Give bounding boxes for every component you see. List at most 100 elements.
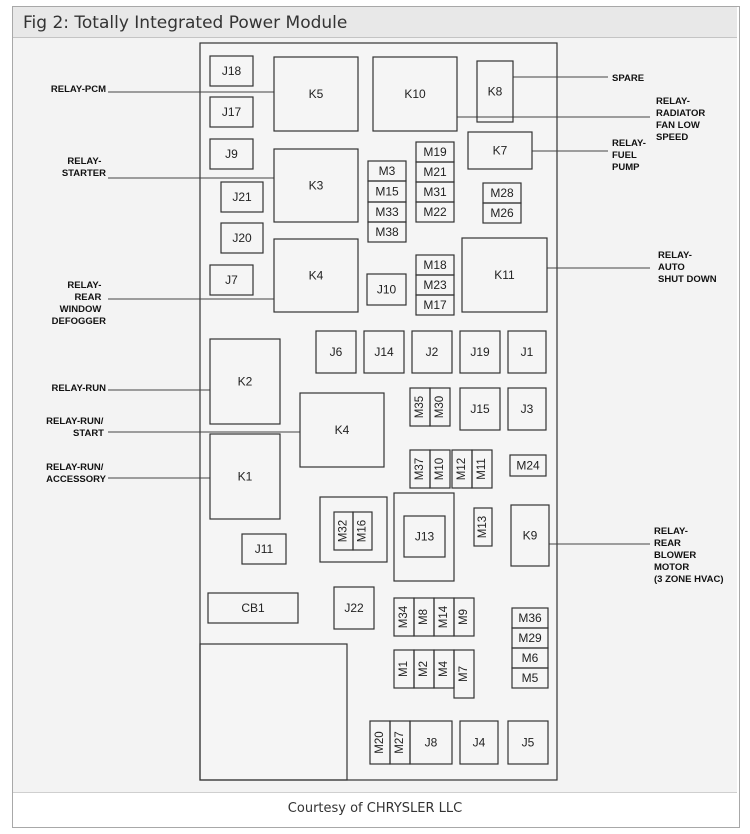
cell-box-j15 xyxy=(459,387,501,431)
cell-box-m30 xyxy=(429,387,451,427)
cell-label-k7: K7 xyxy=(493,144,508,158)
cell-label-m34: M34 xyxy=(398,605,410,628)
cell-label-m37: M37 xyxy=(414,458,426,480)
cell-label-j20: J20 xyxy=(232,231,252,245)
cell-label-k1: K1 xyxy=(238,470,253,484)
cell-box-j21 xyxy=(220,181,264,213)
cell-label-k3: K3 xyxy=(309,179,324,193)
bottom-left-block xyxy=(199,643,348,781)
label-relay-fuel-pump: RELAY- FUEL PUMP xyxy=(612,138,649,173)
label-relay-run: RELAY-RUN xyxy=(51,383,106,394)
cell-label-j4: J4 xyxy=(473,736,486,750)
cell-box-j9 xyxy=(209,138,254,170)
cell-box-m16 xyxy=(352,511,373,551)
cell-label-j8: J8 xyxy=(425,736,438,750)
cell-label-m30: M30 xyxy=(434,396,446,418)
label-relay-rear-blower: RELAY- REAR BLOWER MOTOR (3 ZONE HVAC) xyxy=(654,526,724,585)
cell-label-k11: K11 xyxy=(494,268,515,282)
cell-label-m11: M11 xyxy=(476,458,488,480)
cell-label-m36: M36 xyxy=(518,611,542,625)
cell-box-k11 xyxy=(461,237,548,313)
cell-label-j14: J14 xyxy=(374,345,394,359)
cell-box-k4_top xyxy=(273,238,359,313)
cell-box-m10 xyxy=(429,449,451,489)
cell-label-m18: M18 xyxy=(423,258,447,272)
cell-label-m23: M23 xyxy=(423,278,447,292)
cell-label-m15: M15 xyxy=(375,185,399,199)
cell-box-m9 xyxy=(453,597,475,637)
label-relay-auto-shutdown: RELAY- AUTO SHUT DOWN xyxy=(658,250,717,285)
cell-label-m5: M5 xyxy=(522,671,539,685)
cell-label-j13: J13 xyxy=(415,530,435,544)
cell-label-m33: M33 xyxy=(375,205,399,219)
cell-label-m13: M13 xyxy=(477,516,489,538)
cell-label-m35: M35 xyxy=(414,396,426,418)
cell-box-k1 xyxy=(209,433,281,520)
cell-label-m12: M12 xyxy=(456,458,468,480)
cell-label-m38: M38 xyxy=(375,225,399,239)
cell-box-j6 xyxy=(315,330,357,374)
cell-label-j1: J1 xyxy=(521,345,534,359)
cell-label-j10: J10 xyxy=(377,283,397,297)
cell-label-k9: K9 xyxy=(523,529,538,543)
cell-label-k4_mid: K4 xyxy=(335,423,350,437)
cell-label-j7: J7 xyxy=(225,273,238,287)
label-relay-run-accessory: RELAY-RUN/ ACCESSORY xyxy=(46,462,106,485)
cell-label-m31: M31 xyxy=(423,185,447,199)
cell-label-j5: J5 xyxy=(522,736,535,750)
cell-box-k3 xyxy=(273,148,359,223)
cell-label-cb1: CB1 xyxy=(241,601,265,615)
cell-box-j18 xyxy=(209,55,254,87)
cell-label-j9: J9 xyxy=(225,147,238,161)
cell-label-m6: M6 xyxy=(522,651,539,665)
cell-box-m13 xyxy=(473,507,493,547)
cell-box-k8 xyxy=(476,60,514,123)
cell-label-m20: M20 xyxy=(374,731,386,753)
cell-label-j18: J18 xyxy=(222,64,242,78)
cell-box-m7 xyxy=(453,649,475,699)
cell-label-j3: J3 xyxy=(521,402,534,416)
cell-label-j21: J21 xyxy=(232,190,252,204)
cell-label-k8: K8 xyxy=(488,85,503,99)
cell-box-m22 xyxy=(415,201,455,223)
cell-label-m8: M8 xyxy=(418,609,430,625)
cell-label-m17: M17 xyxy=(423,298,447,312)
cell-box-k10 xyxy=(372,56,458,132)
cell-label-m1: M1 xyxy=(398,661,410,677)
cell-label-j6: J6 xyxy=(330,345,343,359)
cell-box-m5 xyxy=(511,667,549,689)
cell-label-m14: M14 xyxy=(438,605,450,628)
cell-label-j19: J19 xyxy=(470,345,490,359)
figure-header: Fig 2: Totally Integrated Power Module xyxy=(13,7,737,38)
cell-box-j1 xyxy=(507,330,547,374)
cell-box-j17 xyxy=(209,96,254,128)
cell-label-k5: K5 xyxy=(309,87,324,101)
cell-box-j3 xyxy=(507,387,547,431)
cell-label-j2: J2 xyxy=(426,345,439,359)
label-relay-pcm: RELAY-PCM xyxy=(51,84,106,95)
cell-label-m9: M9 xyxy=(458,609,470,625)
cell-box-k9 xyxy=(510,504,550,567)
cell-box-j13 xyxy=(403,515,446,558)
figure-title: Fig 2: Totally Integrated Power Module xyxy=(23,13,348,33)
credit-text: Courtesy of CHRYSLER LLC xyxy=(287,801,463,816)
cell-label-m21: M21 xyxy=(423,165,447,179)
cell-label-m7: M7 xyxy=(458,666,470,682)
cell-label-m2: M2 xyxy=(418,661,430,677)
cell-box-k2 xyxy=(209,338,281,425)
cell-label-m29: M29 xyxy=(518,631,542,645)
cell-box-j22 xyxy=(333,586,375,630)
cell-box-k7 xyxy=(467,131,533,170)
cell-box-k4_mid xyxy=(299,392,385,468)
cell-label-j17: J17 xyxy=(222,105,242,119)
figure-footer: Courtesy of CHRYSLER LLC xyxy=(13,792,737,825)
cell-box-m17 xyxy=(415,294,455,316)
cell-box-m26 xyxy=(482,202,522,224)
label-relay-rear-window: RELAY- REAR WINDOW DEFOGGER xyxy=(52,280,107,327)
cell-box-m11 xyxy=(471,449,493,489)
cell-box-j7 xyxy=(209,264,254,296)
module-outline xyxy=(199,42,558,781)
cell-label-m26: M26 xyxy=(490,206,514,220)
